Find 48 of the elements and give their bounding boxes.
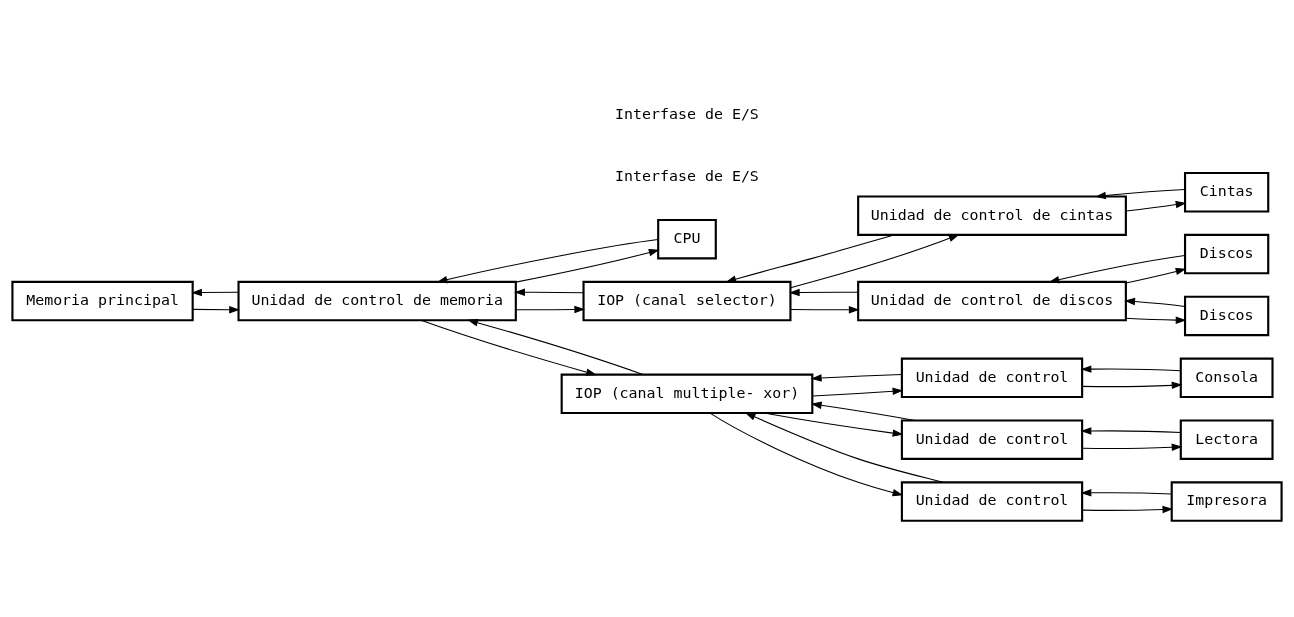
node-box: Unidad de control — [900, 481, 1084, 522]
arrow — [1048, 254, 1186, 284]
arrow — [1125, 200, 1187, 212]
arrow — [812, 387, 904, 397]
arrow — [744, 412, 944, 483]
arrow — [709, 412, 904, 497]
node-box: IOP (canal multiple- xor) — [560, 373, 814, 415]
node-box: Unidad de control de cintas — [857, 195, 1127, 236]
node-box: Unidad de control — [900, 419, 1084, 460]
arrow — [1080, 427, 1182, 435]
node-box: Unidad de control — [900, 357, 1084, 399]
arrow — [789, 288, 859, 297]
node-box: Impresora — [1170, 481, 1283, 522]
arrow — [514, 288, 584, 296]
arrow — [1081, 381, 1183, 390]
arrow — [191, 288, 239, 297]
label: Interfase de E/S — [615, 167, 759, 186]
arrow — [763, 412, 904, 437]
arrow — [1125, 316, 1187, 324]
node-box: Memoria principal — [11, 280, 194, 322]
node-box: CPU — [657, 218, 717, 260]
arrow — [1080, 365, 1182, 373]
arrow — [420, 319, 597, 376]
arrow — [725, 234, 895, 283]
arrow — [1124, 297, 1186, 307]
arrow — [436, 238, 659, 284]
arrow — [515, 305, 586, 314]
arrow — [467, 319, 644, 376]
arrow — [1081, 443, 1183, 451]
arrow — [515, 248, 660, 283]
arrow — [810, 401, 916, 421]
arrow — [1125, 267, 1187, 284]
node-box: Discos — [1184, 233, 1270, 275]
node-box: Lectora — [1179, 419, 1274, 460]
node-box: Unidad de control de discos — [857, 280, 1127, 322]
arrow — [790, 306, 860, 314]
node-box: Consola — [1179, 357, 1274, 399]
arrow — [1081, 505, 1174, 514]
arrow — [810, 373, 903, 382]
label: Interfase de E/S — [615, 105, 759, 124]
node-box: IOP (canal selector) — [582, 280, 792, 322]
arrow — [192, 306, 240, 314]
node-box: Unidad de control de memoria — [237, 280, 517, 322]
arrow — [1080, 489, 1173, 497]
node-box: Cintas — [1184, 172, 1270, 213]
arrow — [1095, 188, 1186, 200]
node-box: Discos — [1184, 295, 1270, 337]
arrow — [790, 234, 960, 289]
